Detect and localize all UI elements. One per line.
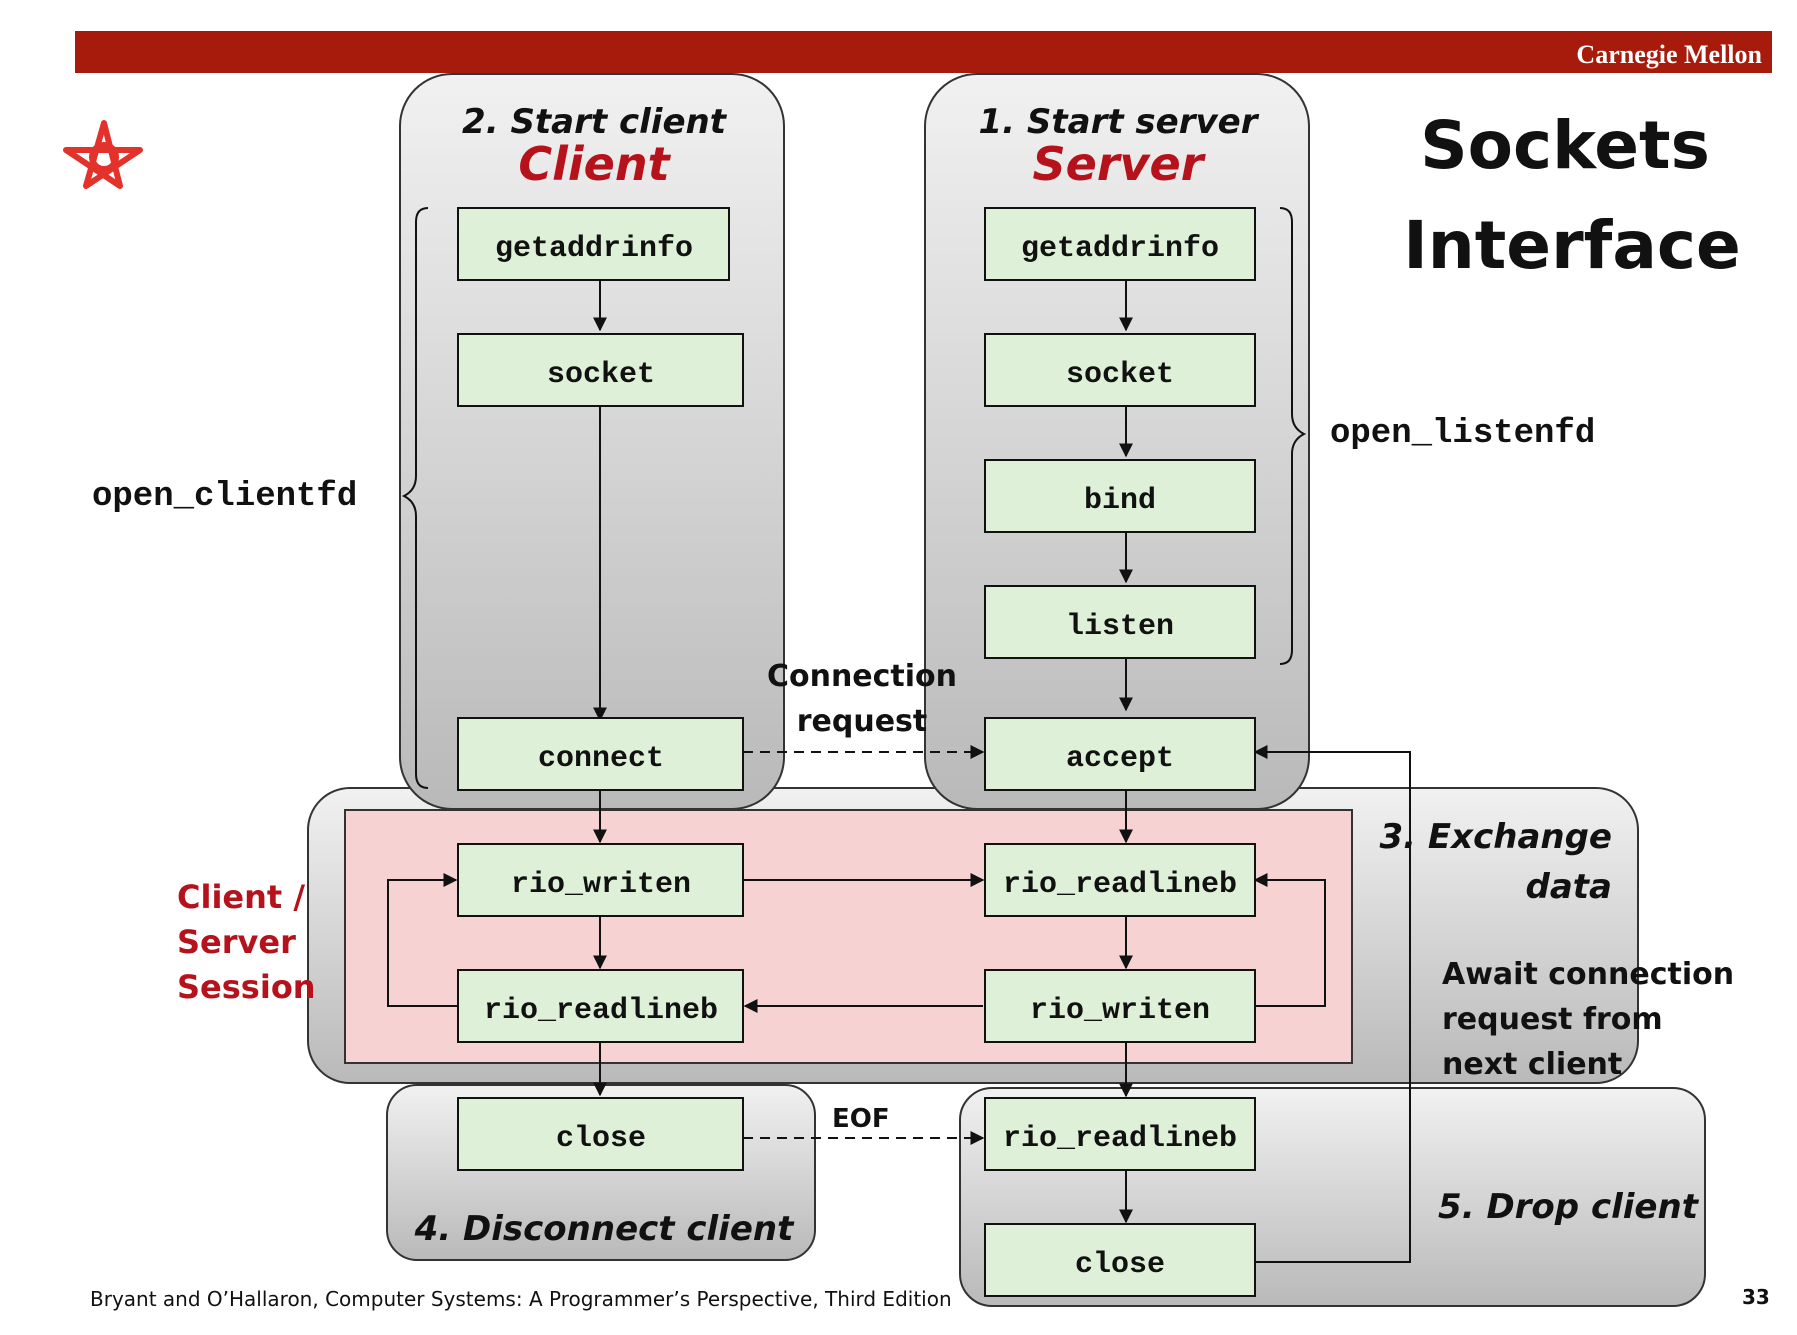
client-rio-readlineb-box — [457, 969, 744, 1043]
eof-label: EOF — [832, 1104, 890, 1134]
server-socket-label: socket — [1066, 358, 1174, 392]
header-bar — [75, 31, 1772, 73]
client-connect-label: connect — [538, 742, 664, 776]
server-accept-label: accept — [1066, 742, 1174, 776]
server-rio-readlineb-label: rio_readlineb — [1003, 868, 1237, 902]
page-number: 33 — [1742, 1285, 1770, 1309]
await-label-line3: next client — [1442, 1047, 1622, 1082]
session-label-line2: Server — [177, 923, 296, 961]
client-rio-readlineb-label: rio_readlineb — [484, 994, 718, 1028]
client-brace — [401, 207, 429, 789]
server-accept-box — [984, 717, 1256, 791]
open-clientfd-label: open_clientfd — [92, 478, 357, 516]
client-socket-label: socket — [547, 358, 655, 392]
server-rio-writen-label: rio_writen — [1030, 994, 1210, 1028]
server-listen-label: listen — [1066, 610, 1174, 644]
title-line1: Sockets — [1420, 107, 1710, 184]
client-socket-box — [457, 333, 744, 407]
connection-request-line1: Connection — [767, 659, 957, 694]
server-rio-readlineb2-box — [984, 1097, 1256, 1171]
server-getaddrinfo-box — [984, 207, 1256, 281]
client-close-box — [457, 1097, 744, 1171]
client-rio-writen-box — [457, 843, 744, 917]
client-getaddrinfo-label: getaddrinfo — [495, 232, 693, 266]
title-line2: Interface — [1403, 207, 1741, 284]
connection-request-line2: request — [797, 704, 928, 739]
cmu-star-logo-icon — [63, 120, 143, 189]
footer-citation: Bryant and O’Hallaron, Computer Systems:… — [90, 1287, 952, 1311]
server-role-label: Server — [1033, 137, 1207, 191]
flow-arrows — [387, 280, 1411, 1263]
exchange-label-line1: 3. Exchange — [1380, 817, 1612, 857]
brand-text: Carnegie Mellon — [1576, 40, 1762, 69]
client-connect-box — [457, 717, 744, 791]
client-role-label: Client — [518, 137, 671, 191]
server-socket-box — [984, 333, 1256, 407]
client-close-label: close — [556, 1122, 646, 1156]
server-rio-readlineb2-label: rio_readlineb — [1003, 1122, 1237, 1156]
server-close-box — [984, 1223, 1256, 1297]
disconnect-label: 4. Disconnect client — [414, 1209, 795, 1249]
exchange-label-line2: data — [1526, 867, 1612, 907]
session-label-line3: Session — [177, 968, 316, 1006]
session-label-line1: Client / — [177, 878, 305, 916]
server-getaddrinfo-label: getaddrinfo — [1021, 232, 1219, 266]
server-bind-box — [984, 459, 1256, 533]
server-close-label: close — [1075, 1248, 1165, 1282]
server-rio-writen-box — [984, 969, 1256, 1043]
await-label-line2: request from — [1442, 1002, 1663, 1037]
server-step-label: 1. Start server — [978, 102, 1259, 142]
await-label-line1: Await connection — [1442, 957, 1734, 992]
client-rio-writen-label: rio_writen — [511, 868, 691, 902]
drop-label: 5. Drop client — [1438, 1187, 1700, 1227]
open-listenfd-label: open_listenfd — [1330, 415, 1595, 453]
client-step-label: 2. Start client — [462, 102, 728, 142]
server-listen-box — [984, 585, 1256, 659]
server-brace — [1279, 207, 1307, 665]
server-rio-readlineb-box — [984, 843, 1256, 917]
client-getaddrinfo-box — [457, 207, 730, 281]
server-bind-label: bind — [1084, 484, 1156, 518]
function-boxes — [457, 207, 1256, 1297]
